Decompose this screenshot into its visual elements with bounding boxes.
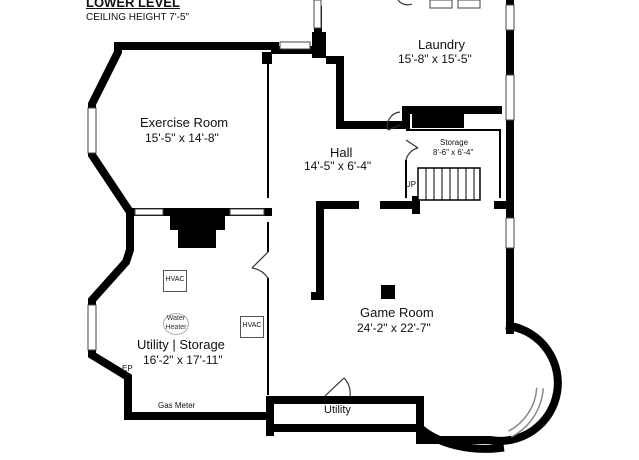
room-label-utility: Utility bbox=[324, 404, 351, 416]
laundry-appliance bbox=[457, 0, 481, 9]
room-dims-utility-storage: 16'-2" x 17'-11" bbox=[143, 353, 223, 367]
water-heater-label-line2: Heater bbox=[165, 324, 187, 331]
room-label-utility-storage: Utility | Storage bbox=[137, 337, 225, 352]
window bbox=[505, 217, 515, 249]
game-room-bay-wall bbox=[266, 321, 562, 445]
room-dims-storage: 8'-6" x 6'-4" bbox=[433, 148, 474, 157]
door-swing bbox=[405, 139, 419, 161]
hvac-unit: HVAC bbox=[163, 270, 187, 292]
window bbox=[87, 304, 97, 351]
fireplace-exercise-hearth bbox=[178, 228, 216, 248]
gas-meter-label: Gas Meter bbox=[158, 401, 196, 410]
room-label-hall: Hall bbox=[330, 145, 353, 160]
laundry-appliance bbox=[429, 0, 453, 9]
room-label-storage: Storage bbox=[440, 138, 469, 147]
column bbox=[262, 52, 272, 64]
window bbox=[279, 41, 311, 50]
room-dims-exercise: 15'-5" x 14'-8" bbox=[145, 131, 219, 145]
storage-wall bbox=[405, 129, 501, 198]
door-swing bbox=[251, 251, 269, 279]
hall-partition bbox=[311, 201, 359, 300]
column bbox=[312, 32, 326, 58]
window bbox=[313, 0, 322, 29]
window bbox=[505, 4, 515, 31]
stairs-up-label: UP bbox=[405, 180, 417, 189]
door-swing bbox=[324, 377, 351, 397]
laundry-door-arc bbox=[397, 0, 413, 6]
room-dims-game: 24'-2" x 22'-7" bbox=[357, 321, 431, 335]
window bbox=[229, 208, 265, 216]
room-label-laundry: Laundry bbox=[418, 37, 465, 52]
room-label-exercise: Exercise Room bbox=[140, 115, 229, 130]
column bbox=[381, 285, 395, 299]
utility-closet-bottom bbox=[266, 424, 505, 453]
electrical-panel-label: EP bbox=[122, 364, 133, 373]
door-swing bbox=[386, 111, 401, 131]
ceiling-height-note: CEILING HEIGHT 7'-5" bbox=[86, 12, 190, 23]
hall-right-partition bbox=[380, 196, 514, 214]
plan-level-title: LOWER LEVEL bbox=[86, 0, 180, 10]
fireplace-laundry bbox=[412, 110, 464, 128]
hvac-label: HVAC bbox=[165, 276, 185, 283]
hvac-label: HVAC bbox=[242, 322, 262, 329]
window bbox=[87, 107, 97, 154]
water-heater-label-line1: Water bbox=[166, 315, 186, 322]
bay-window-inner bbox=[508, 387, 543, 437]
room-label-game: Game Room bbox=[360, 305, 434, 320]
water-heater: Water Heater bbox=[163, 313, 189, 335]
stairs bbox=[417, 167, 481, 201]
room-dims-laundry: 15'-8" x 15'-5" bbox=[398, 52, 472, 66]
hvac-unit: HVAC bbox=[240, 316, 264, 338]
room-dims-hall: 14'-5" x 6'-4" bbox=[304, 159, 372, 173]
fireplace-exercise bbox=[170, 208, 225, 230]
window bbox=[134, 208, 164, 216]
exterior-wall-left-wing bbox=[88, 6, 322, 436]
window bbox=[505, 74, 515, 121]
